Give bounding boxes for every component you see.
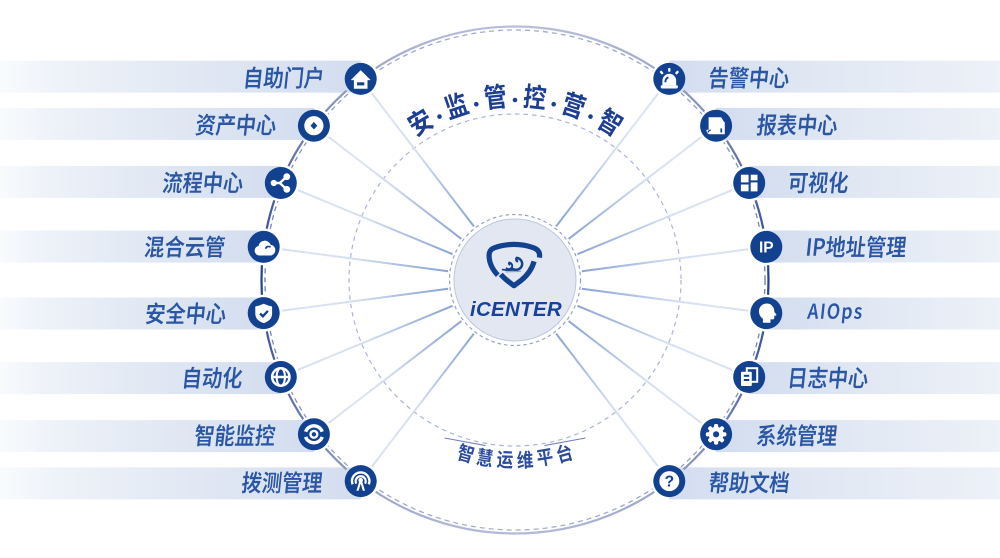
- svg-text:IP: IP: [759, 240, 774, 257]
- svg-text:?: ?: [665, 474, 674, 491]
- svg-text:iCENTER: iCENTER: [470, 298, 562, 321]
